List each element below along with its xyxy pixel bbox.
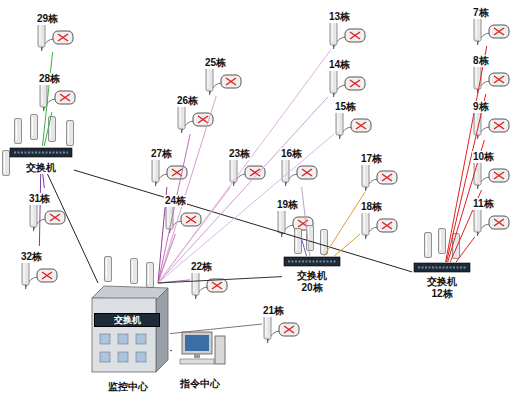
link-line [447, 94, 486, 262]
node-label: 24栋 [164, 195, 187, 207]
link-line [43, 174, 45, 188]
building-node: 24栋 [164, 190, 202, 234]
building-node: 26栋 [176, 90, 214, 134]
building-node: 13栋 [328, 6, 366, 50]
link-line [170, 324, 262, 334]
building-node: 7栋 [472, 2, 510, 46]
link-line [158, 277, 282, 283]
node-label: 26栋 [176, 95, 199, 107]
link-line [334, 234, 360, 256]
node-label: 31栋 [28, 193, 51, 205]
node-label: 21栋 [262, 305, 285, 317]
node-label: 9栋 [472, 101, 490, 113]
building-node: 9栋 [472, 96, 510, 140]
switch-antennas [3, 115, 460, 288]
building-node: 8栋 [472, 50, 510, 94]
link-line [48, 174, 99, 283]
building-icons [22, 15, 509, 343]
command-center-node: 指令中心 [172, 328, 228, 390]
building-node: 21栋 [262, 300, 300, 344]
link-line [158, 134, 334, 283]
building-node: 16栋 [280, 143, 318, 187]
link-line [44, 112, 52, 146]
rack-switch: 交换机 [94, 313, 160, 327]
node-label: 10栋 [472, 151, 495, 163]
link-line [74, 170, 412, 272]
node-label: 18栋 [360, 201, 383, 213]
node-label: 12栋 [430, 288, 453, 300]
node-label: 28栋 [38, 73, 61, 85]
building-node: 17栋 [360, 148, 398, 192]
building-node: 27栋 [150, 143, 188, 187]
node-label: 交换机 [113, 315, 142, 326]
node-label: 监控中心 [107, 381, 149, 393]
link-line [158, 96, 216, 283]
building-node: 14栋 [328, 54, 366, 98]
node-label: 17栋 [360, 153, 383, 165]
building-node: 28栋 [38, 68, 76, 112]
node-label: 交换机 [296, 270, 328, 282]
switch-bars [10, 148, 470, 272]
node-label: 交换机 [426, 276, 458, 288]
node-label: 交换机 [25, 162, 57, 174]
node-label: 指令中心 [179, 378, 221, 390]
node-label: 11栋 [472, 198, 495, 210]
building-node: 11栋 [472, 193, 510, 237]
node-label: 25栋 [204, 57, 227, 69]
link-line [301, 238, 306, 256]
link-line [456, 237, 475, 262]
link-line [302, 187, 310, 256]
link-line [158, 97, 328, 283]
node-label: 8栋 [472, 55, 490, 67]
node-label: 14栋 [328, 59, 351, 71]
building-node: 10栋 [472, 146, 510, 190]
node-label: 7栋 [472, 7, 490, 19]
node-label: 16栋 [280, 148, 303, 160]
switch-node: 交换机 [8, 146, 74, 174]
building-node: 22栋 [190, 256, 228, 300]
link-line [39, 174, 40, 246]
node-label: 19栋 [276, 199, 299, 211]
building-node: 25栋 [204, 52, 242, 96]
building-node: 15栋 [334, 96, 372, 140]
building-node: 32栋 [20, 246, 58, 290]
link-line [170, 350, 172, 352]
building-node: 31栋 [28, 188, 66, 232]
building-node: 29栋 [36, 8, 74, 52]
building-node: 19栋 [276, 194, 314, 238]
link-line [158, 50, 331, 283]
node-label: 29栋 [36, 13, 59, 25]
switch-node: 交换机12栋 [412, 262, 472, 300]
node-label: 32栋 [20, 251, 43, 263]
node-label: 22栋 [190, 261, 213, 273]
control-building [92, 286, 168, 372]
node-label: 20栋 [300, 282, 323, 294]
node-label: 23栋 [228, 148, 251, 160]
node-label: 15栋 [334, 101, 357, 113]
building-node: 23栋 [228, 143, 266, 187]
switch-node: 交换机20栋 [282, 256, 342, 294]
link-line [324, 192, 365, 256]
control-center-node: 监控中心交换机 [86, 283, 170, 393]
node-label: 27栋 [150, 148, 173, 160]
computer [180, 332, 225, 364]
link-line [43, 52, 53, 146]
node-label: 13栋 [328, 11, 351, 23]
building-node: 18栋 [360, 196, 398, 240]
